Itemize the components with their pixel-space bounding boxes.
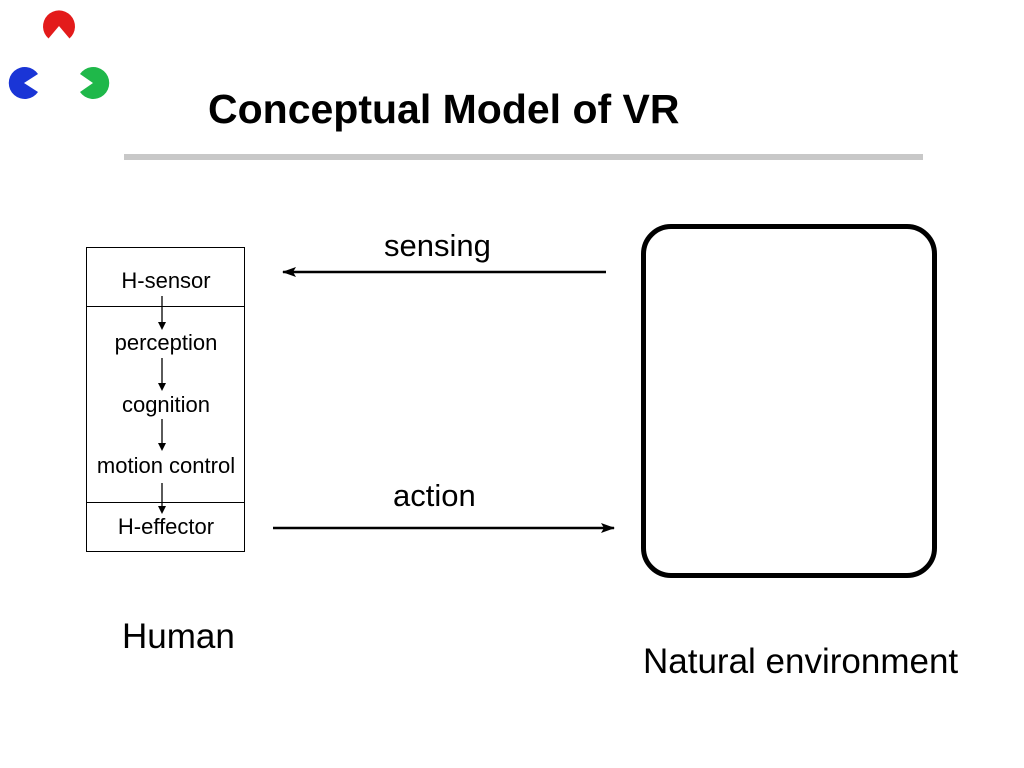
stage-h-sensor: H-sensor (121, 268, 211, 293)
divider-effector (86, 502, 245, 503)
logo-blue-segment (8, 67, 39, 99)
divider-sensor (86, 306, 245, 307)
logo-icon (8, 10, 110, 99)
environment-box (641, 224, 937, 578)
human-model-box (86, 247, 245, 552)
sensing-label: sensing (384, 228, 491, 263)
logo-red-segment (43, 10, 75, 39)
stage-perception: perception (114, 330, 218, 355)
stage-h-effector: H-effector (117, 514, 215, 539)
stage-motion-control: motion control (96, 453, 236, 478)
stage-cognition: cognition (121, 392, 211, 417)
environment-caption: Natural environment (643, 642, 959, 681)
human-caption: Human (122, 617, 235, 656)
page-title: Conceptual Model of VR (208, 86, 680, 132)
action-label: action (393, 478, 476, 513)
title-divider (124, 154, 923, 160)
logo-green-segment (80, 67, 110, 99)
